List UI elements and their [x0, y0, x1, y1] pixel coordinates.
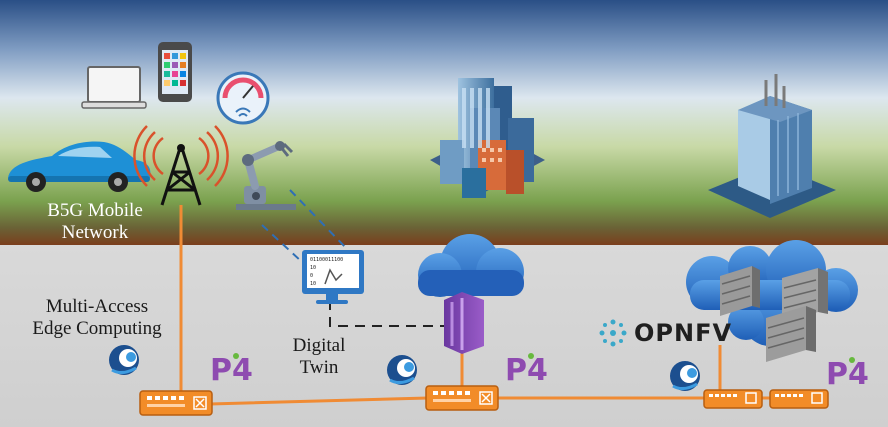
electric-car-icon	[8, 141, 151, 192]
mec-logo-icon	[109, 345, 139, 375]
p4-logo-accents	[233, 353, 855, 363]
container-icon	[444, 292, 484, 354]
edge-switch-icon-2	[425, 385, 499, 411]
mec-logo-icon-2	[387, 355, 417, 385]
svg-text:P4: P4	[826, 357, 869, 392]
mec-label-line2: Edge Computing	[32, 318, 162, 339]
edge-switch-icon-3	[703, 389, 763, 409]
laptop-icon	[81, 66, 147, 109]
twin-to-cloud-dashed-link	[329, 300, 445, 327]
city-buildings-icon	[430, 78, 545, 198]
server-rack-icon-3	[766, 306, 816, 362]
server-rack-icon	[720, 266, 760, 316]
monitor-code-line1: 01100011100	[310, 257, 343, 263]
edge-switch-icon	[139, 390, 213, 416]
opnfv-logo: OPNFV	[598, 318, 732, 348]
monitor-code-line2: 10	[310, 265, 316, 271]
smartphone-icon	[158, 42, 192, 102]
p4-logo-2: P4	[505, 353, 548, 388]
mec-logo-icon-3	[670, 361, 700, 391]
digital-twin-label-line2: Twin	[299, 357, 339, 378]
digital-twin-label: Digital Twin	[278, 335, 360, 379]
server-rack-icon-2	[782, 268, 828, 322]
robot-to-twin-link	[261, 224, 303, 263]
digital-twin-label-line1: Digital	[292, 335, 346, 356]
server-cloud-cluster	[686, 240, 858, 362]
svg-text:P4: P4	[505, 353, 548, 388]
svg-text:P4: P4	[210, 353, 253, 388]
cloud-icon	[418, 234, 524, 297]
opnfv-logo-text: OPNFV	[634, 319, 733, 347]
mec-label-line1: Multi-Access	[45, 296, 149, 317]
monitor-code-line4: 10	[310, 281, 316, 287]
mec-label: Multi-Access Edge Computing	[16, 296, 178, 340]
mobile-network-label-line2: Network	[61, 222, 129, 243]
mobile-network-label-line1: B5G Mobile	[47, 200, 143, 221]
mobile-network-label: B5G Mobile Network	[30, 200, 160, 244]
office-building-icon	[708, 74, 836, 218]
edge-switch-icon-4	[769, 389, 829, 409]
cell-tower-icon	[133, 125, 229, 206]
monitor-icon: 01100011100 10 0 10	[302, 250, 364, 304]
opnfv-star-icon	[599, 319, 627, 347]
gauge-sensor-icon	[216, 71, 270, 125]
monitor-code-line3: 0	[310, 273, 313, 279]
digital-twin-links	[261, 189, 349, 263]
p4-logo: P4	[210, 353, 253, 388]
robot-arm-icon	[236, 141, 296, 210]
p4-logo-3: P4	[826, 357, 869, 392]
